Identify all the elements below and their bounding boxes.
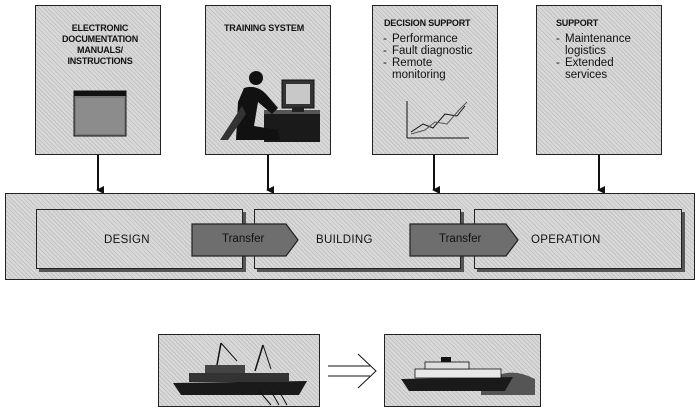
ship-at-sea-image xyxy=(384,334,541,407)
transfer-label-1: Transfer xyxy=(222,233,265,245)
list-item: Performance xyxy=(383,33,493,45)
list-item: Maintenance logistics xyxy=(556,33,645,57)
card-training-system: TRAINING SYSTEM xyxy=(205,5,331,155)
transfer-label-2: Transfer xyxy=(439,233,482,245)
list-item: Fault diagnostic xyxy=(383,45,493,57)
stage-label-design: DESIGN xyxy=(104,234,150,246)
stage-design xyxy=(36,209,243,269)
transfer-arrow-1 xyxy=(191,223,299,257)
card-title: SUPPORT xyxy=(556,18,599,28)
list-item: Remote monitoring xyxy=(383,57,470,81)
card-title: TRAINING SYSTEM xyxy=(224,23,305,33)
card-electronic-documentation: ELECTRONIC DOCUMENTATION MANUALS/ INSTRU… xyxy=(35,5,161,155)
list-item: Extended services xyxy=(556,57,625,81)
ship-under-construction-icon xyxy=(173,342,307,406)
stage-label-operation: OPERATION xyxy=(531,234,601,246)
folder-icon xyxy=(73,90,127,137)
decision-support-list: Performance Fault diagnostic Remote moni… xyxy=(383,33,493,81)
transfer-arrow-2 xyxy=(409,223,519,257)
card-support: SUPPORT Maintenance logistics Extended s… xyxy=(536,5,662,155)
ship-construction-image xyxy=(158,334,320,407)
line-chart-icon xyxy=(406,101,469,139)
person-at-computer-icon xyxy=(220,71,320,142)
card-decision-support: DECISION SUPPORT Performance Fault diagn… xyxy=(372,5,498,155)
stage-label-building: BUILDING xyxy=(316,234,373,246)
card-title: DECISION SUPPORT xyxy=(384,18,471,28)
ship-at-sea-icon xyxy=(401,357,535,395)
support-list: Maintenance logistics Extended services xyxy=(556,33,656,81)
card-title: ELECTRONIC DOCUMENTATION MANUALS/ INSTRU… xyxy=(61,23,139,66)
